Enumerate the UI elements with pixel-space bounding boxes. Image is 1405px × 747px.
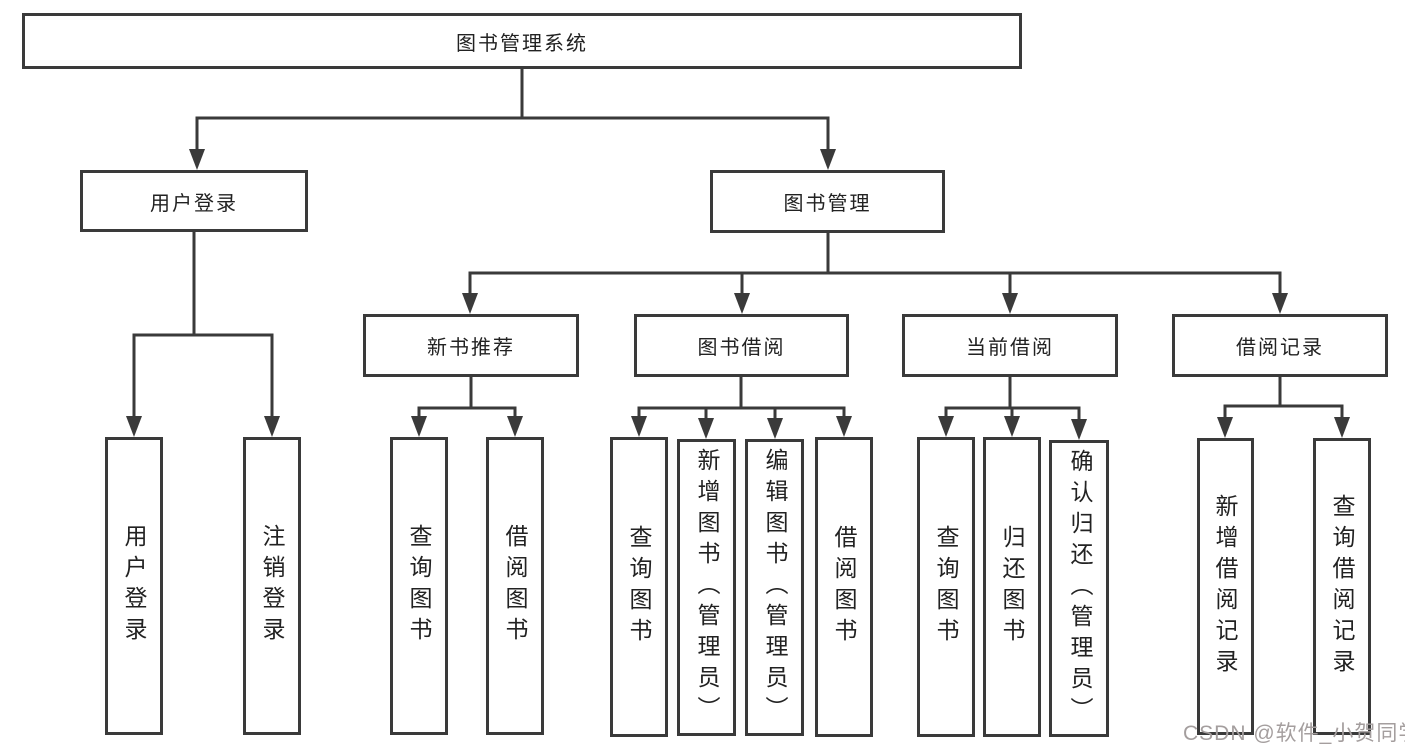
leaf-logout: 注销登录 [243, 437, 301, 735]
leaf-return-book: 归还图书 [983, 437, 1041, 737]
node-current-borrow: 当前借阅 [902, 314, 1118, 377]
leaf-add-borrow-record: 新增借阅记录 [1197, 438, 1254, 735]
leaf-query-books-recommend: 查询图书 [390, 437, 448, 735]
leaf-borrow-books-borrow: 借阅图书 [815, 437, 873, 737]
leaf-query-books-current: 查询图书 [917, 437, 975, 737]
node-new-book-recommend: 新书推荐 [363, 314, 579, 377]
leaf-user-login: 用户登录 [105, 437, 163, 735]
leaf-query-borrow-record: 查询借阅记录 [1313, 438, 1371, 735]
node-system-root: 图书管理系统 [22, 13, 1022, 69]
leaf-borrow-books-recommend: 借阅图书 [486, 437, 544, 735]
watermark: CSDN @软件_小贺同学 [1183, 722, 1405, 745]
leaf-query-books-borrow: 查询图书 [610, 437, 668, 737]
leaf-add-book-admin: 新增图书（管理员） [677, 439, 736, 736]
leaf-edit-book-admin: 编辑图书（管理员） [745, 439, 804, 736]
node-user-login: 用户登录 [80, 170, 308, 232]
node-book-borrow: 图书借阅 [634, 314, 849, 377]
node-borrow-record: 借阅记录 [1172, 314, 1388, 377]
leaf-confirm-return-admin: 确认归还（管理员） [1049, 440, 1109, 737]
node-book-management: 图书管理 [710, 170, 945, 233]
